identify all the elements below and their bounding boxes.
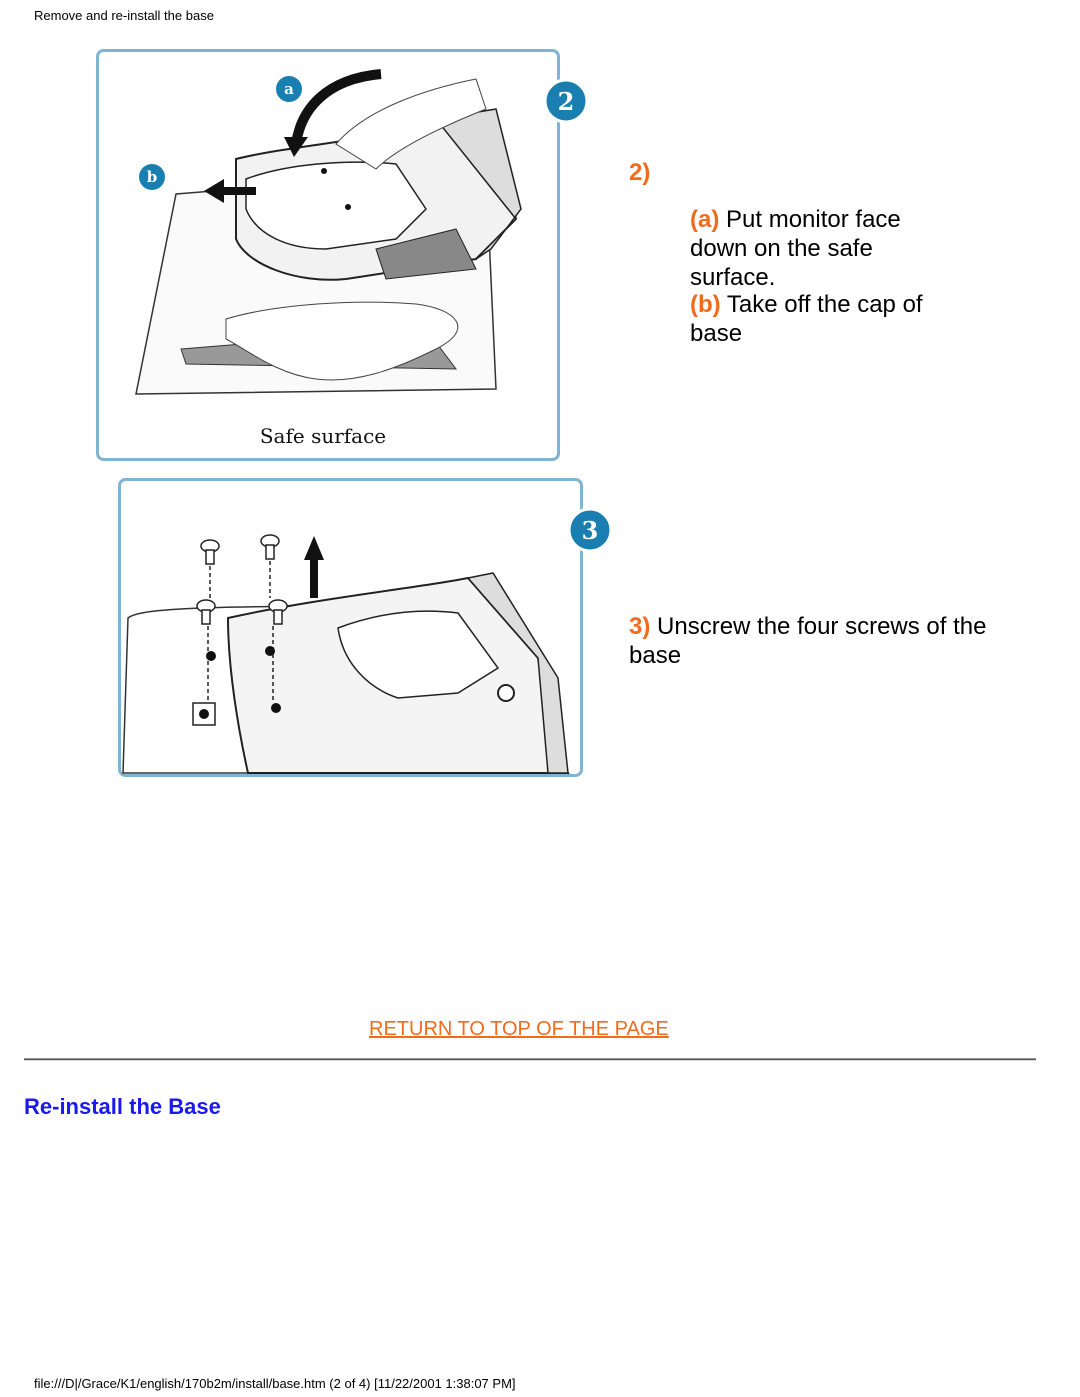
horizontal-divider [24,1058,1036,1061]
section-heading: Re-install the Base [24,1094,221,1119]
page-footer-path: file:///D|/Grace/K1/english/170b2m/insta… [34,1376,516,1391]
step-2-number: 2) [629,158,650,187]
safe-surface-caption: Safe surface [260,424,386,448]
step-2a-instruction: (a) Put monitor face down on the safe su… [690,205,950,292]
return-to-top-link[interactable]: RETURN TO TOP OF THE PAGE [369,1018,669,1040]
page-header-title: Remove and re-install the base [34,8,214,23]
step-2b-instruction: (b) Take off the cap of base [690,290,960,348]
step-2-number-label: 2) [629,159,651,186]
step-3-instruction: 3) Unscrew the four screws of the base [629,612,1019,670]
step-2-badge: 2 [558,87,575,116]
step-2b-text: Take off the cap of base [690,291,923,347]
step-2a-text: Put monitor face down on the safe surfac… [690,206,901,291]
step-2b-label: (b) [690,291,721,318]
step-3-text: Unscrew the four screws of the base [629,613,987,669]
label-a-icon: a [284,80,294,98]
illustration-step-2: a b 2 Safe surface [96,49,589,461]
step-2a-label: (a) [690,206,720,233]
step-3-number-label: 3) [629,613,651,640]
illustration-step-3: 3 [118,478,613,777]
step-3-badge: 3 [582,516,599,545]
label-b-icon: b [147,168,158,186]
